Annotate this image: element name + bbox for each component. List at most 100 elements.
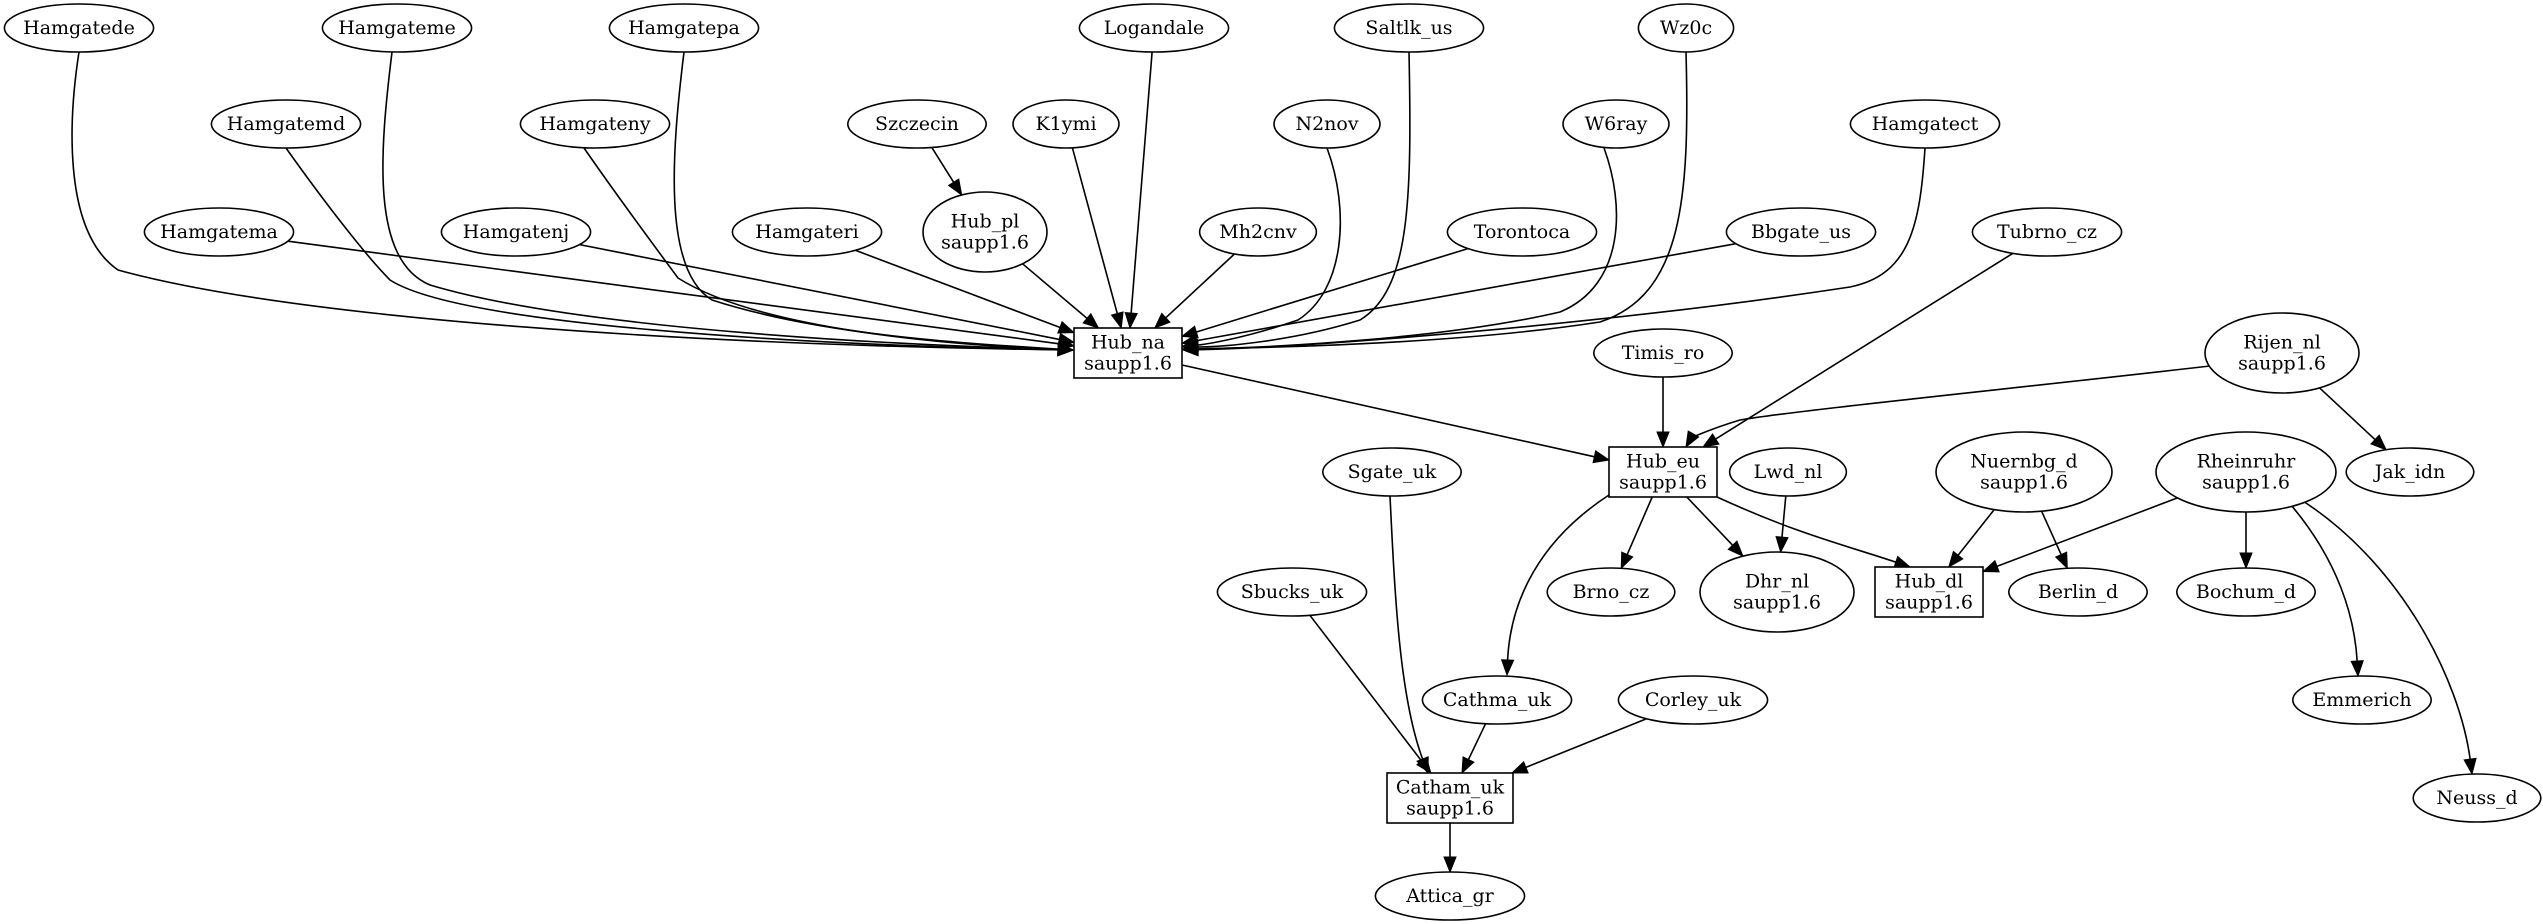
edge-lwd_nl-to-dhr_nl bbox=[1775, 495, 1789, 554]
node-label: Bochum_d bbox=[2196, 581, 2296, 603]
edge-hamgatect-to-hub_na bbox=[1181, 147, 1926, 357]
node-hamgateme[interactable]: Hamgateme bbox=[321, 3, 473, 53]
arrowhead-icon bbox=[2463, 757, 2477, 776]
node-sublabel: saupp1.6 bbox=[2238, 353, 2326, 375]
edge-line bbox=[1194, 242, 1737, 342]
node-label: Sgate_uk bbox=[1348, 461, 1437, 483]
edge-line bbox=[1994, 497, 2178, 568]
node-logandale[interactable]: Logandale bbox=[1078, 3, 1230, 53]
node-hamgatepa[interactable]: Hamgatepa bbox=[608, 3, 760, 53]
edge-line bbox=[1691, 365, 2211, 438]
node-label: Neuss_d bbox=[2436, 787, 2517, 809]
node-hamgateri[interactable]: Hamgateri bbox=[731, 207, 883, 257]
node-ellipse bbox=[1725, 207, 1877, 257]
node-hamgatede[interactable]: Hamgatede bbox=[3, 3, 155, 53]
edge-hub_na-to-hub_eu bbox=[1181, 364, 1611, 464]
edge-hub_pl-to-hub_na bbox=[1022, 263, 1100, 329]
node-label: Hub_eu bbox=[1626, 451, 1700, 473]
node-label: Hub_na bbox=[1091, 332, 1165, 354]
edge-line bbox=[1625, 496, 1653, 557]
arrowhead-icon bbox=[1082, 312, 1100, 329]
node-hamgatect[interactable]: Hamgatect bbox=[1849, 99, 2001, 149]
edge-hub_eu-to-brno_cz bbox=[1620, 496, 1653, 570]
node-corley_uk[interactable]: Corley_uk bbox=[1617, 675, 1769, 725]
node-hamgatema[interactable]: Hamgatema bbox=[143, 207, 295, 257]
edge-torontoca-to-hub_na bbox=[1180, 247, 1469, 339]
edge-nuernbg_d-to-berlin_d bbox=[2040, 510, 2068, 570]
edge-rheinruhr-to-bochum_d bbox=[2239, 512, 2253, 570]
node-lwd_nl[interactable]: Lwd_nl bbox=[1728, 447, 1848, 497]
node-ellipse bbox=[1546, 567, 1676, 617]
edge-layer bbox=[71, 51, 2477, 874]
node-sublabel: saupp1.6 bbox=[1084, 353, 1172, 375]
edge-line bbox=[1195, 51, 1688, 350]
node-bbgate_us[interactable]: Bbgate_us bbox=[1725, 207, 1877, 257]
node-attica_gr[interactable]: Attica_gr bbox=[1374, 871, 1526, 921]
node-ellipse bbox=[2008, 567, 2149, 617]
node-mh2cnv[interactable]: Mh2cnv bbox=[1198, 207, 1318, 257]
node-n2nov[interactable]: N2nov bbox=[1273, 99, 1381, 149]
arrowhead-icon bbox=[1153, 312, 1171, 329]
node-label: Hamgatede bbox=[23, 17, 135, 39]
node-ellipse bbox=[519, 99, 671, 149]
edge-hub_eu-to-cathma_uk bbox=[1500, 494, 1610, 677]
edge-rheinruhr-to-neuss_d bbox=[2294, 495, 2477, 776]
node-hamgatemd[interactable]: Hamgatemd bbox=[210, 99, 362, 149]
node-sgate_uk[interactable]: Sgate_uk bbox=[1322, 447, 1463, 497]
node-saltlk_us[interactable]: Saltlk_us bbox=[1333, 3, 1485, 53]
node-label: Cathma_uk bbox=[1443, 689, 1552, 711]
node-ellipse bbox=[2345, 447, 2475, 497]
node-berlin_d[interactable]: Berlin_d bbox=[2008, 567, 2149, 617]
edge-rijen_nl-to-hub_eu bbox=[1685, 365, 2211, 449]
node-timis_ro[interactable]: Timis_ro bbox=[1593, 328, 1734, 378]
node-torontoca[interactable]: Torontoca bbox=[1446, 207, 1598, 257]
node-bochum_d[interactable]: Bochum_d bbox=[2176, 567, 2317, 617]
node-label: K1ymi bbox=[1035, 113, 1096, 135]
node-label: Hamgateme bbox=[338, 17, 456, 39]
edge-catham_uk-to-attica_gr bbox=[1443, 823, 1457, 874]
node-neuss_d[interactable]: Neuss_d bbox=[2412, 773, 2542, 823]
edge-line bbox=[2319, 387, 2378, 442]
node-jak_idn[interactable]: Jak_idn bbox=[2345, 447, 2475, 497]
node-tubrno_cz[interactable]: Tubrno_cz bbox=[1971, 207, 2123, 257]
node-k1ymi[interactable]: K1ymi bbox=[1012, 99, 1120, 149]
node-sublabel: saupp1.6 bbox=[1406, 798, 1494, 820]
node-ellipse bbox=[1593, 328, 1734, 378]
node-hamgateny[interactable]: Hamgateny bbox=[519, 99, 671, 149]
node-emmerich[interactable]: Emmerich bbox=[2292, 675, 2433, 725]
node-label: Sbucks_uk bbox=[1241, 581, 1344, 603]
node-ellipse bbox=[1637, 3, 1735, 53]
edge-hamgateri-to-hub_na bbox=[855, 249, 1076, 334]
node-wz0c[interactable]: Wz0c bbox=[1637, 3, 1735, 53]
node-hamgatenj[interactable]: Hamgatenj bbox=[440, 207, 592, 257]
arrowhead-icon bbox=[1181, 342, 1199, 357]
node-ellipse bbox=[922, 191, 1048, 273]
node-ellipse bbox=[2204, 312, 2360, 394]
node-w6ray[interactable]: W6ray bbox=[1562, 99, 1670, 149]
node-brno_cz[interactable]: Brno_cz bbox=[1546, 567, 1676, 617]
node-ellipse bbox=[1374, 871, 1526, 921]
arrowhead-icon bbox=[2054, 551, 2068, 570]
edge-line bbox=[2294, 495, 2472, 762]
edge-line bbox=[1466, 723, 1487, 762]
arrowhead-icon bbox=[1510, 760, 1529, 774]
node-szczecin[interactable]: Szczecin bbox=[846, 99, 987, 149]
arrowhead-icon bbox=[1180, 325, 1199, 339]
edge-hub_eu-to-dhr_nl bbox=[1686, 496, 1744, 558]
node-label: Hamgatemd bbox=[227, 113, 345, 135]
edge-rheinruhr-to-emmerich bbox=[2284, 497, 2364, 678]
node-sbucks_uk[interactable]: Sbucks_uk bbox=[1216, 567, 1368, 617]
arrowhead-icon bbox=[1592, 450, 1611, 464]
edge-line bbox=[1130, 51, 1153, 316]
node-cathma_uk[interactable]: Cathma_uk bbox=[1421, 675, 1573, 725]
